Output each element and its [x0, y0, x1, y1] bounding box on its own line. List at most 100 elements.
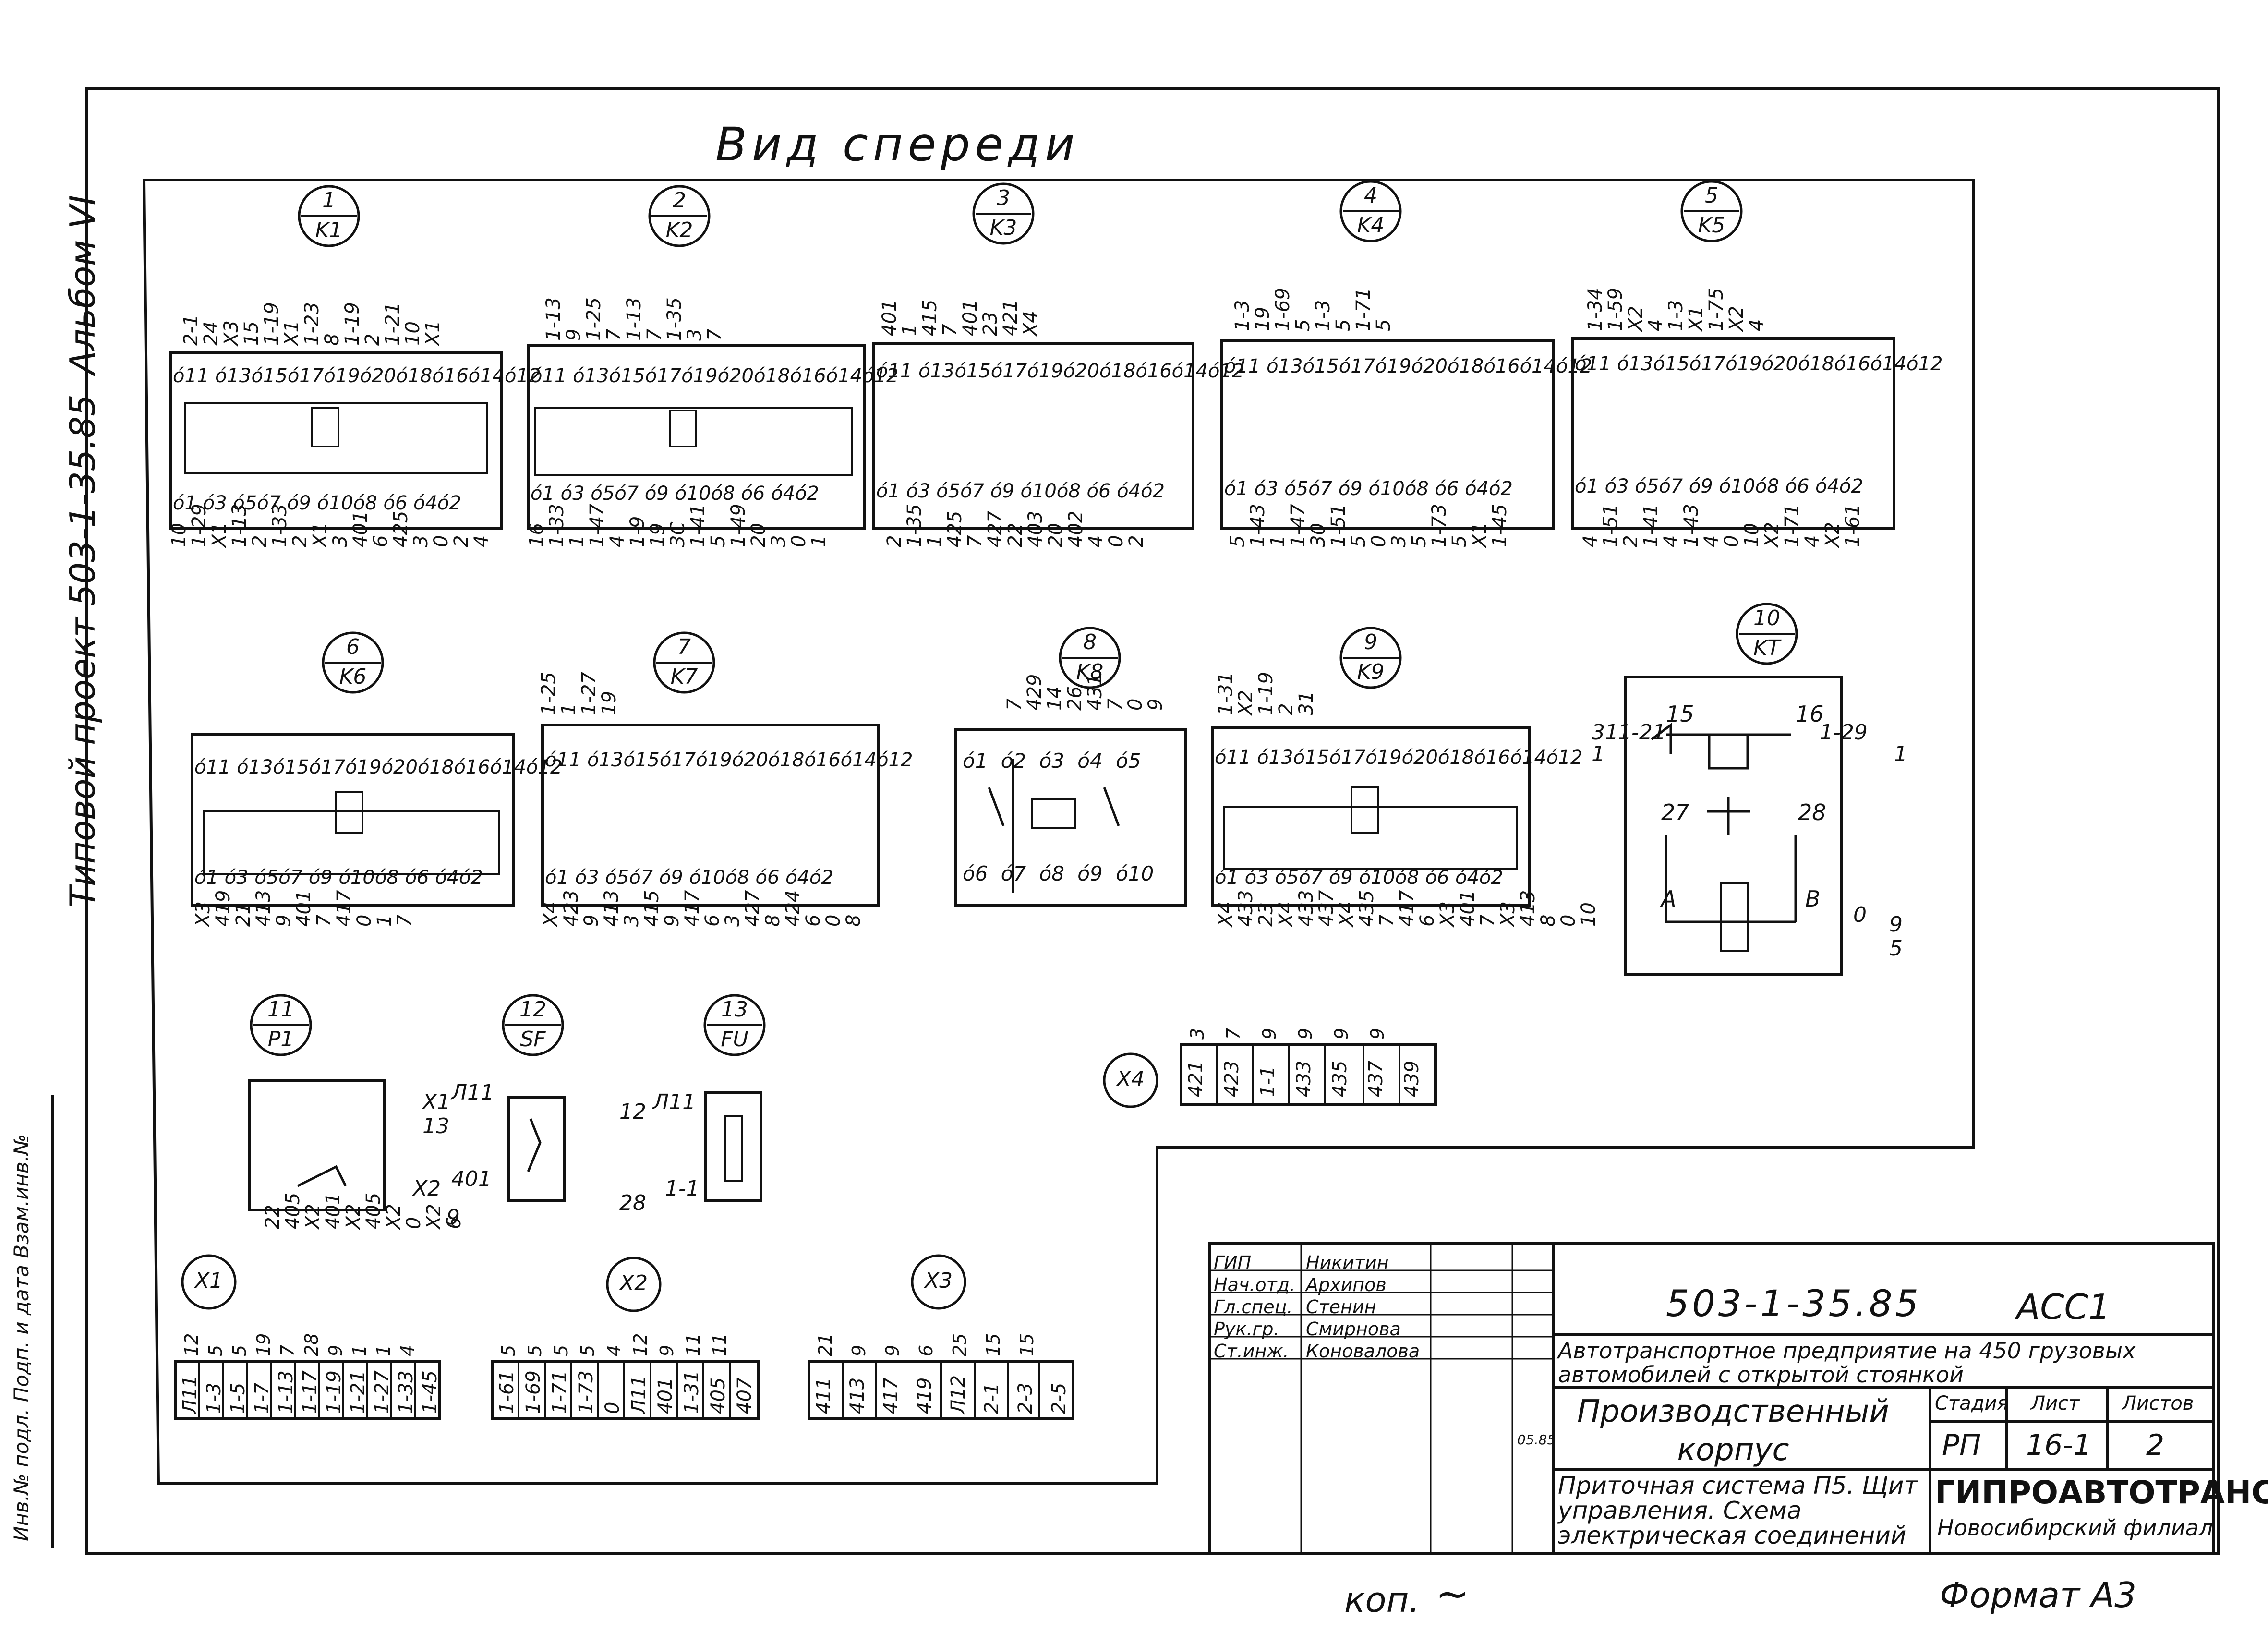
building-name: Производственный корпус — [1577, 1394, 1890, 1468]
org-subject: Автотранспортное предприятие на 450 груз… — [1558, 1338, 2136, 1388]
wire-label: 16 — [526, 523, 548, 547]
device-circle-k1 — [298, 185, 360, 247]
wire-label: 403 — [1025, 510, 1047, 547]
wire-label: X3 — [1497, 901, 1519, 927]
wire-label: 413 — [601, 890, 623, 927]
wire-label: 1-35 — [904, 504, 926, 547]
wire-label: 1-19 — [1255, 672, 1277, 715]
wire-label: X4 — [1336, 901, 1358, 927]
terminal-wire: 4 — [603, 1344, 625, 1356]
wire-label: X2 — [1725, 306, 1748, 331]
k9-top-terminals: ó11 ó13ó15ó17ó19ó20ó18ó16ó14ó12 — [1215, 747, 1583, 769]
relay-body-k2 — [527, 344, 866, 530]
doc-number: 503-1-35.85 — [1666, 1282, 1921, 1325]
wire-label: 3 — [768, 535, 790, 547]
terminal-cell: 1-21 — [347, 1370, 369, 1414]
k8-top-terminals: ó1 ó2 ó3 ó4 ó5 — [963, 749, 1141, 773]
terminal-cell: Л11 — [179, 1375, 201, 1414]
wire-label: 9 — [661, 914, 683, 927]
relay-body-k6 — [191, 733, 515, 907]
wire-label: 1-29 — [1820, 720, 1868, 745]
title-block-frame — [1208, 1242, 2215, 1555]
device-number: 4 — [1364, 183, 1377, 208]
device-number: 10 — [1753, 606, 1780, 630]
wire-label: 1-41 — [1640, 504, 1662, 547]
wire-label: 31 — [1592, 720, 1618, 745]
wire-label: 1-23 — [301, 302, 323, 346]
wire-label: 19 — [598, 691, 620, 715]
terminal-cell: 1-17 — [299, 1370, 321, 1414]
terminal-cell: 1-13 — [275, 1370, 297, 1414]
k6-top-terminals: ó11 ó13ó15ó17ó19ó20ó18ó16ó14ó12 — [194, 756, 563, 778]
wire-label: 7 — [939, 324, 961, 336]
device-number: 13 — [721, 997, 748, 1022]
device-ref: K1 — [315, 218, 343, 242]
wire-label: Л11 — [653, 1090, 696, 1114]
wire-label: 4 — [1801, 535, 1823, 547]
terminal-cell: 2-5 — [1048, 1382, 1070, 1414]
wire-label: 1-69 — [1272, 288, 1294, 331]
wire-label: X1 — [422, 320, 444, 346]
wire-label: 2 — [1125, 535, 1147, 547]
wire-label: 10 — [402, 321, 424, 346]
relay-body-p1 — [248, 1079, 386, 1211]
wire-label: 5 — [1292, 319, 1314, 331]
terminal-wire: 7 — [277, 1344, 298, 1356]
terminal-wire: 6 — [916, 1344, 937, 1356]
wire-label: 9 — [273, 914, 295, 927]
device-number: 1 — [322, 188, 336, 213]
wire-label: 5 — [1373, 319, 1395, 331]
terminal-wire: 1 — [373, 1344, 394, 1356]
terminal-wire: 11 — [709, 1333, 730, 1356]
device-number: 12 — [519, 997, 546, 1022]
stage-label: Стадия — [1935, 1392, 2009, 1414]
k6-bottom-terminals: ó1 ó3 ó5ó7 ó9 ó10ó8 ó6 ó4ó2 — [194, 867, 483, 889]
sheet-label: Лист — [2031, 1392, 2080, 1414]
terminal-cell: 1-1 — [1257, 1065, 1279, 1097]
wire-label: X2 — [413, 1176, 441, 1201]
company-name: ГИПРОАВТОТРАНС — [1935, 1474, 2268, 1511]
terminal-block-x4 — [1180, 1043, 1437, 1106]
wire-label: 30 — [1307, 523, 1329, 547]
terminal-cell: 1-69 — [522, 1370, 544, 1414]
wire-label: 10 — [168, 523, 190, 547]
wire-label: 2 — [249, 535, 271, 547]
wire-label: 9 — [580, 914, 603, 927]
k5-bottom-terminals: ó1 ó3 ó5ó7 ó9 ó10ó8 ó6 ó4ó2 — [1575, 475, 1863, 497]
wire-label: 10 — [1741, 523, 1763, 547]
terminal-wire: 5 — [577, 1344, 598, 1356]
wire-label: 6 — [701, 914, 724, 927]
wire-label: 4 — [606, 535, 628, 547]
k2-top-terminals: ó11 ó13ó15ó17ó19ó20ó18ó16ó14ó12 — [531, 365, 899, 387]
device-ref: K6 — [339, 665, 367, 689]
breaker-body-sf — [507, 1096, 566, 1202]
wire-label: X4 — [540, 901, 562, 927]
wire-label: X1 — [1469, 522, 1491, 547]
terminal-cell: Л11 — [628, 1375, 650, 1414]
wire-label: X2 — [1235, 690, 1257, 715]
wire-label: 1-61 — [1842, 504, 1864, 547]
wire-label: 2 — [1275, 703, 1297, 715]
wire-label: X1 — [1685, 306, 1707, 331]
device-circle-k9 — [1339, 627, 1402, 689]
terminal-wire: 15 — [1016, 1333, 1037, 1356]
wire-label: 6 — [370, 535, 392, 547]
wire-label: 1-9 — [627, 516, 649, 547]
wire-label: 7 — [1376, 914, 1398, 927]
device-ref: K8 — [1076, 660, 1104, 684]
k3-bottom-terminals: ó1 ó3 ó5ó7 ó9 ó10ó8 ó6 ó4ó2 — [876, 480, 1165, 502]
terminal-wire: 19 — [253, 1333, 274, 1356]
terminal-cell: 1-73 — [575, 1370, 597, 1414]
wire-label: 5 — [1348, 535, 1370, 547]
terminal-cell: 405 — [707, 1377, 729, 1414]
device-number: 5 — [1705, 183, 1718, 208]
sheet-frame — [85, 87, 2220, 1555]
device-circle-sf — [502, 994, 564, 1056]
wire-label: 19 — [647, 523, 669, 547]
wire-label: 8 — [1537, 914, 1559, 927]
wire-label: 1-43 — [1247, 504, 1269, 547]
wire-label: 4 — [1701, 535, 1723, 547]
wire-label: 1-33 — [269, 504, 291, 547]
terminal-block-id: X1 — [194, 1269, 223, 1293]
device-markers — [250, 180, 1798, 1056]
